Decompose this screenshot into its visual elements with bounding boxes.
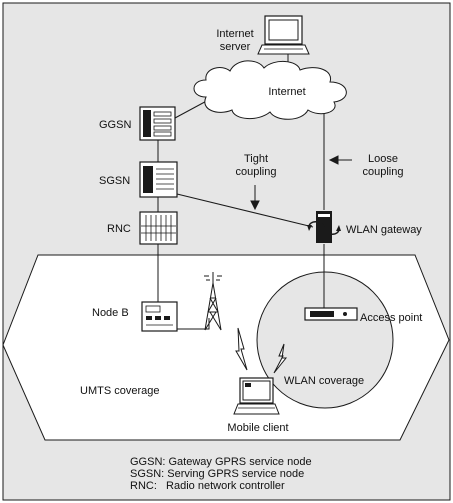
connection-lines	[157, 54, 325, 330]
wlan-gateway-label: WLAN gateway	[346, 224, 422, 236]
lightning-icon	[273, 343, 288, 374]
access-point-label: Access point	[360, 312, 422, 324]
access-point-icon	[304, 307, 358, 321]
coupling-arrows	[250, 155, 352, 211]
ggsn-node	[139, 106, 176, 141]
legend: GGSN: Gateway GPRS service node SGSN: Se…	[130, 456, 312, 492]
internet-server-label-line1: Internet	[216, 28, 253, 40]
antenna-tower-icon	[204, 272, 222, 331]
gateway-icon	[307, 211, 341, 243]
node-b-label: Node B	[92, 307, 129, 319]
laptop-icon	[257, 15, 310, 55]
rnc-node	[139, 211, 178, 245]
node-b	[141, 301, 178, 332]
sgsn-node	[139, 161, 178, 198]
loose-coupling-label-line1: Loose	[368, 153, 398, 165]
legend-sgsn: SGSN: Serving GPRS service node	[130, 468, 304, 480]
wlan-coverage-area	[256, 271, 394, 409]
internet-server-icon	[257, 15, 310, 55]
tight-coupling-label-line1: Tight	[244, 153, 268, 165]
laptop-icon	[233, 377, 280, 415]
ggsn-label: GGSN	[99, 119, 131, 131]
umts-coverage-label: UMTS coverage	[80, 385, 159, 397]
lightning-icon	[235, 327, 248, 371]
loose-coupling-label-line2: coupling	[363, 166, 404, 178]
tight-coupling-label-line2: coupling	[236, 166, 277, 178]
wlan-coverage-label: WLAN coverage	[284, 375, 364, 387]
mobile-client-label: Mobile client	[227, 422, 288, 434]
loose-arrow-head	[328, 155, 339, 165]
nodeb-tower-link	[177, 318, 210, 330]
internet-label: Internet	[268, 86, 305, 98]
sgsn-label: SGSN	[99, 175, 130, 187]
legend-ggsn: GGSN: Gateway GPRS service node	[130, 456, 312, 468]
tight-arrow-head	[250, 200, 260, 211]
tight-coupling-link	[176, 193, 314, 228]
cloud-icon	[193, 60, 347, 120]
internet-server-label-line2: server	[220, 41, 251, 53]
rnc-label: RNC	[107, 223, 131, 235]
legend-rnc: RNC: Radio network controller	[130, 480, 285, 492]
